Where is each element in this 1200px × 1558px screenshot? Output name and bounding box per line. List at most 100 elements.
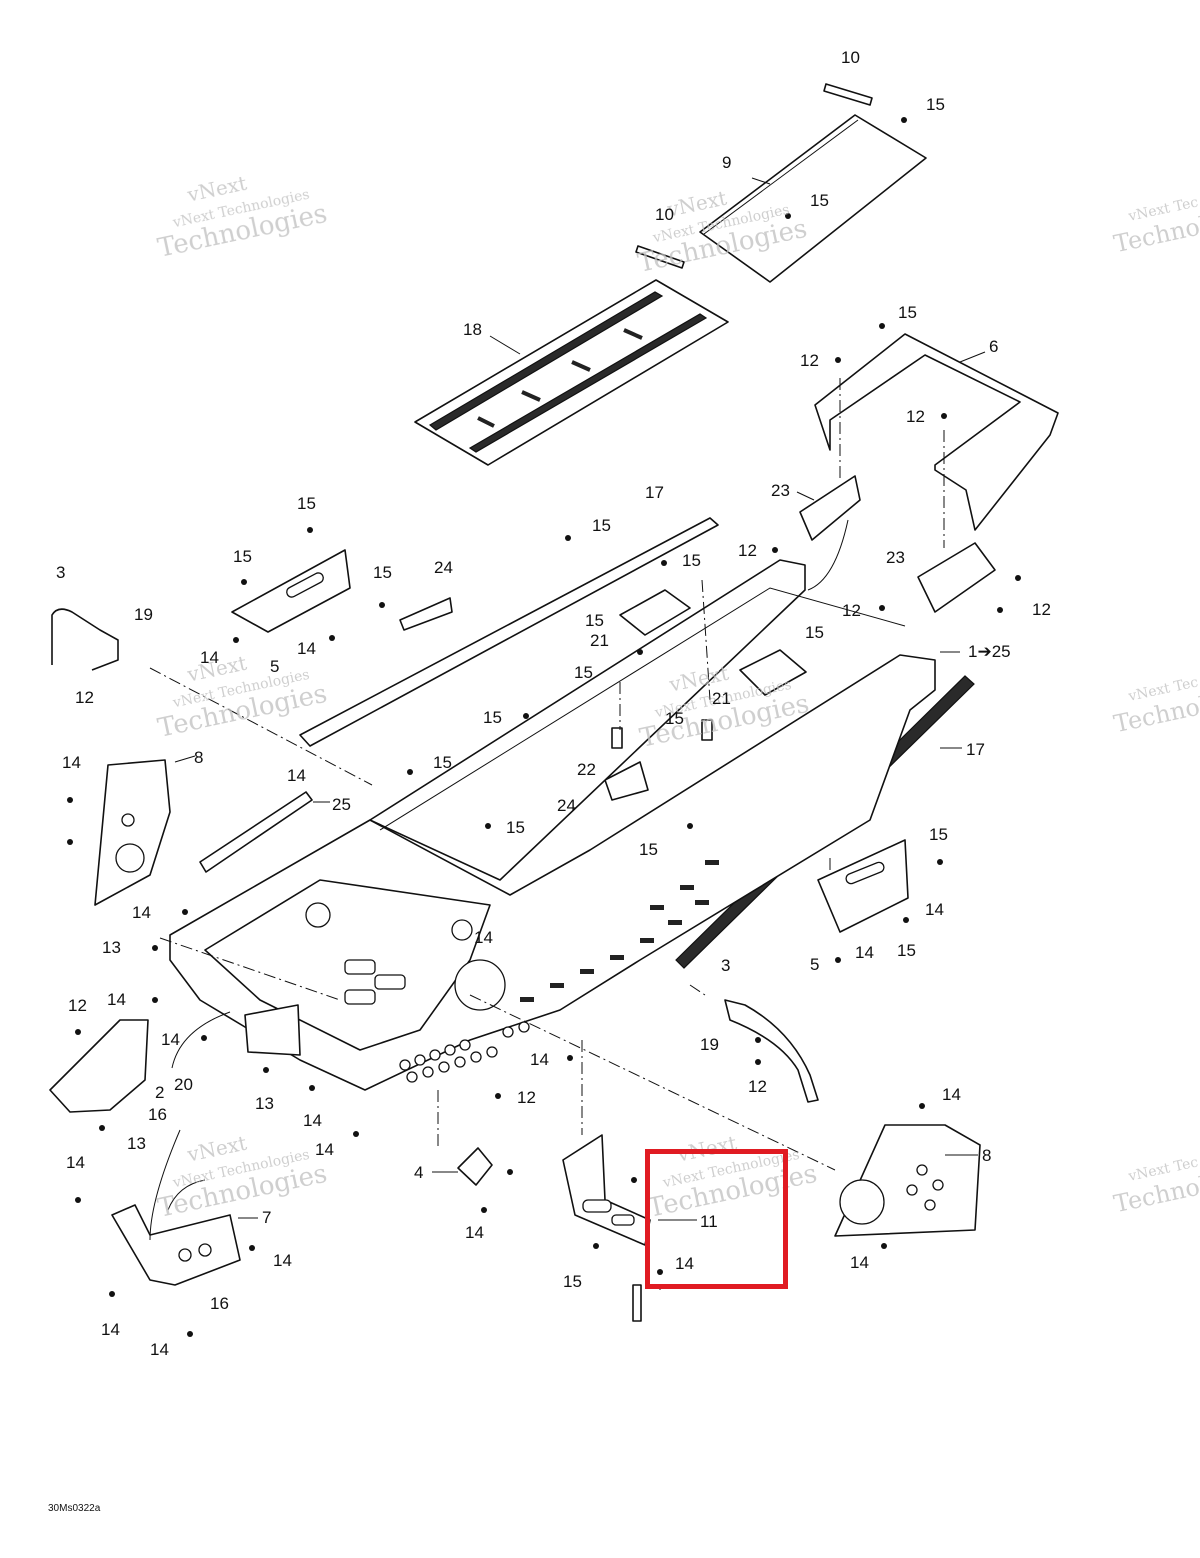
callout-label: 15 (574, 663, 593, 682)
part-24-lower (604, 761, 649, 801)
callout-label: 15 (297, 494, 316, 513)
callout-label: 14 (474, 928, 493, 947)
callout-label: 14 (850, 1253, 869, 1272)
callout-label: 14 (530, 1050, 549, 1069)
part-22-pin-b (701, 719, 713, 741)
callout-label: 23 (886, 548, 905, 567)
callout-label: 15 (433, 753, 452, 772)
callout-label: 23 (771, 481, 790, 500)
callout-label: 12 (748, 1077, 767, 1096)
callout-label: 15 (373, 563, 392, 582)
callout-label: 20 (174, 1075, 193, 1094)
callout-label: 15 (592, 516, 611, 535)
callout-label: 3 (56, 563, 65, 582)
part-22-pin-a (611, 727, 623, 749)
part-25-rail (199, 791, 313, 873)
callout-label: 15 (506, 818, 525, 837)
part-13-plate (244, 1004, 301, 1056)
part-5-right-bracket (817, 839, 909, 933)
callout-label: 5 (810, 955, 819, 974)
line-art (49, 83, 1059, 1337)
callout-label: 12 (68, 996, 87, 1015)
figure-code: 30Ms0322a (48, 1503, 101, 1514)
callout-label: 1➔25 (968, 642, 1011, 661)
callout-label: 12 (842, 601, 861, 620)
callout-label: 14 (855, 943, 874, 962)
part-10-top-plate (823, 83, 873, 106)
callout-label: 10 (841, 48, 860, 67)
callout-label: 21 (712, 689, 731, 708)
callout-label: 12 (75, 688, 94, 707)
callout-label: 2 (155, 1083, 164, 1102)
callout-label: 14 (200, 648, 219, 667)
callout-label: 14 (66, 1153, 85, 1172)
callout-label: 13 (255, 1094, 274, 1113)
fasteners (67, 117, 1021, 1337)
callout-label: 14 (675, 1254, 694, 1273)
callout-label: 18 (463, 320, 482, 339)
callout-label: 12 (906, 407, 925, 426)
callout-label: 12 (1032, 600, 1051, 619)
callout-label: 15 (665, 709, 684, 728)
callout-label: 14 (942, 1085, 961, 1104)
part-10-lower-plate (635, 245, 685, 269)
callout-label: 24 (434, 558, 453, 577)
callout-label: 9 (722, 153, 731, 172)
part-23-upper (799, 475, 861, 541)
callout-label: 14 (273, 1251, 292, 1270)
callout-label: 22 (577, 760, 596, 779)
callout-label: 5 (270, 657, 279, 676)
part-3-left-handle (51, 608, 119, 671)
part-6-rear-cover (814, 333, 1059, 531)
callout-label: 24 (557, 796, 576, 815)
callout-label: 19 (134, 605, 153, 624)
part-21-lower (739, 649, 807, 696)
callout-label: 12 (517, 1088, 536, 1107)
callout-label: 15 (563, 1272, 582, 1291)
callout-label: 14 (150, 1340, 169, 1359)
callout-label: 14 (465, 1223, 484, 1242)
callout-label: 15 (483, 708, 502, 727)
callout-label: 15 (233, 547, 252, 566)
callout-label: 25 (332, 795, 351, 814)
callout-label: 15 (639, 840, 658, 859)
callout-label: 13 (102, 938, 121, 957)
part-4-clip (457, 1147, 493, 1186)
callout-label: 15 (810, 191, 829, 210)
callout-label: 15 (805, 623, 824, 642)
part-11-footrest-bracket (562, 1134, 651, 1246)
callout-label: 16 (210, 1294, 229, 1313)
part-8-left-plate (94, 759, 171, 906)
callout-label: 15 (929, 825, 948, 844)
callout-label: 14 (101, 1320, 120, 1339)
callout-label: 13 (127, 1134, 146, 1153)
callout-label: 7 (262, 1208, 271, 1227)
part-17-left-rail (299, 517, 719, 747)
callout-label: 15 (897, 941, 916, 960)
part-1-tunnel-top (369, 559, 806, 881)
bolt-part-11 (632, 1284, 642, 1322)
callout-label: 4 (414, 1163, 423, 1182)
callout-label: 12 (738, 541, 757, 560)
callout-label: 14 (303, 1111, 322, 1130)
callout-label: 15 (926, 95, 945, 114)
callout-label: 14 (297, 639, 316, 658)
callout-label: 14 (161, 1030, 180, 1049)
callout-label: 17 (966, 740, 985, 759)
callout-labels: 10 15 9 15 10 18 15 6 12 12 23 17 15 15 … (56, 48, 1051, 1359)
callout-label: 14 (107, 990, 126, 1009)
callout-label: 12 (800, 351, 819, 370)
part-23-lower (917, 542, 996, 613)
callout-label: 14 (62, 753, 81, 772)
callout-label: 14 (315, 1140, 334, 1159)
running-board-slots (520, 860, 719, 1002)
callout-label: 8 (982, 1146, 991, 1165)
part-21-upper (619, 589, 691, 636)
callout-label: 16 (148, 1105, 167, 1124)
highlight-box-part-11 (645, 1149, 788, 1289)
alignment-lines (149, 378, 945, 1290)
callout-label: 14 (132, 903, 151, 922)
callout-label: 11 (700, 1212, 718, 1231)
part-7-lower-bracket (111, 1204, 241, 1286)
